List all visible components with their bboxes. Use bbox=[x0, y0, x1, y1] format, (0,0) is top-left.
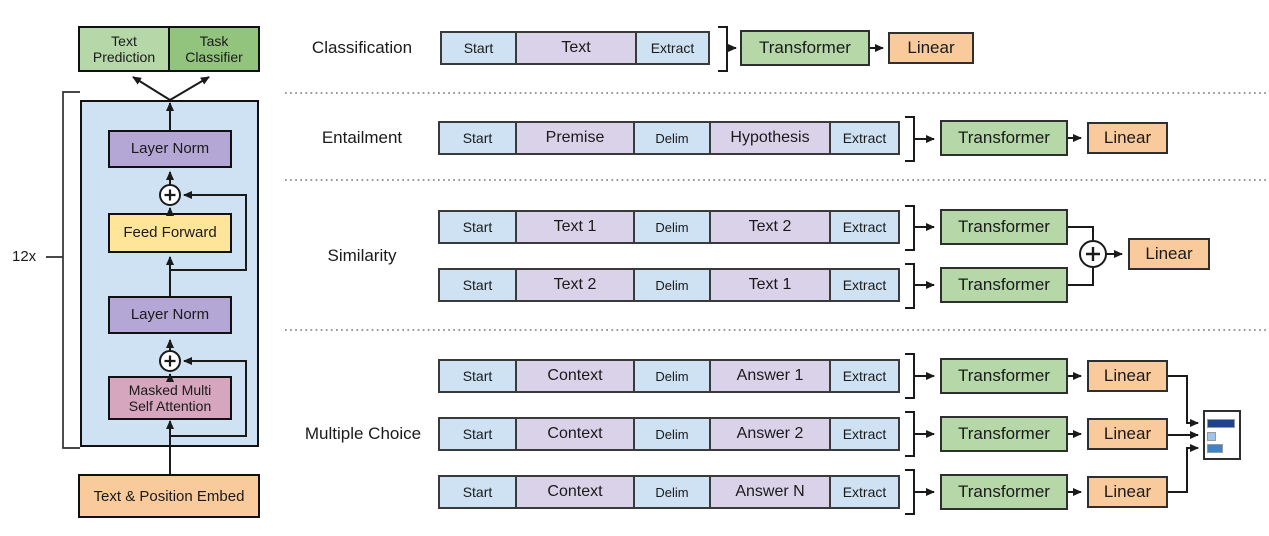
token-context: Context bbox=[515, 475, 635, 509]
merge-line-similarity-top bbox=[1068, 226, 1094, 240]
elementwise-add-icon-similarity bbox=[1079, 240, 1107, 268]
probability-bar-chart bbox=[1203, 410, 1241, 460]
token-delim: Delim bbox=[633, 417, 711, 451]
token-text-1: Text 1 bbox=[709, 268, 831, 302]
token-delim: Delim bbox=[633, 268, 711, 302]
masked-self-attention-block: Masked Multi Self Attention bbox=[108, 376, 232, 420]
token-start: Start bbox=[438, 475, 517, 509]
transformer-box-choice-n: Transformer bbox=[940, 474, 1068, 510]
concat-bracket-similarity-1 bbox=[905, 205, 915, 251]
input-sequence-similarity-2: Start Text 2 Delim Text 1 Extract bbox=[438, 268, 900, 302]
token-text-2: Text 2 bbox=[515, 268, 635, 302]
token-delim: Delim bbox=[633, 210, 711, 244]
concat-bracket-choice-n bbox=[905, 469, 915, 515]
linear-box-similarity: Linear bbox=[1128, 238, 1210, 270]
input-sequence-similarity-1: Start Text 1 Delim Text 2 Extract bbox=[438, 210, 900, 244]
transformer-box-choice-2: Transformer bbox=[940, 416, 1068, 452]
token-text: Text bbox=[515, 31, 637, 65]
token-extract: Extract bbox=[829, 475, 900, 509]
token-answer-n: Answer N bbox=[709, 475, 831, 509]
concat-bracket-similarity-2 bbox=[905, 263, 915, 309]
token-delim: Delim bbox=[633, 121, 711, 155]
task-classifier-head: Task Classifier bbox=[168, 28, 258, 70]
token-premise: Premise bbox=[515, 121, 635, 155]
token-start: Start bbox=[438, 417, 517, 451]
arrow-to-task-classifier bbox=[169, 76, 210, 101]
token-context: Context bbox=[515, 417, 635, 451]
token-text-2: Text 2 bbox=[709, 210, 831, 244]
transformer-box-choice-1: Transformer bbox=[940, 358, 1068, 394]
task-label-classification: Classification bbox=[311, 38, 413, 57]
route-linear1-to-bars bbox=[1168, 375, 1199, 427]
token-extract: Extract bbox=[829, 268, 900, 302]
input-sequence-choice-1: Start Context Delim Answer 1 Extract bbox=[438, 359, 900, 393]
transformer-box-entailment: Transformer bbox=[940, 120, 1068, 156]
token-start: Start bbox=[440, 31, 517, 65]
token-start: Start bbox=[438, 121, 517, 155]
token-hypothesis: Hypothesis bbox=[709, 121, 831, 155]
prob-bar-choice-n bbox=[1207, 444, 1223, 453]
input-sequence-entailment: Start Premise Delim Hypothesis Extract bbox=[438, 121, 900, 155]
token-answer-2: Answer 2 bbox=[709, 417, 831, 451]
token-start: Start bbox=[438, 210, 517, 244]
transformer-box-classification: Transformer bbox=[740, 30, 870, 66]
layer-norm-block-top: Layer Norm bbox=[108, 130, 232, 168]
task-label-entailment: Entailment bbox=[321, 128, 403, 147]
linear-box-classification: Linear bbox=[888, 32, 974, 64]
linear-box-entailment: Linear bbox=[1087, 122, 1168, 154]
route-linearn-to-bars bbox=[1168, 444, 1199, 493]
concat-bracket-entailment bbox=[905, 116, 915, 162]
concat-bracket-choice-2 bbox=[905, 411, 915, 457]
prob-bar-choice-2 bbox=[1207, 432, 1216, 441]
prob-bar-choice-1 bbox=[1207, 419, 1235, 428]
input-sequence-choice-n: Start Context Delim Answer N Extract bbox=[438, 475, 900, 509]
output-heads: Text Prediction Task Classifier bbox=[78, 26, 260, 72]
token-extract: Extract bbox=[829, 210, 900, 244]
feed-forward-block: Feed Forward bbox=[108, 213, 232, 253]
text-prediction-head: Text Prediction bbox=[80, 28, 168, 70]
merge-line-similarity-bottom bbox=[1068, 268, 1094, 286]
input-sequence-choice-2: Start Context Delim Answer 2 Extract bbox=[438, 417, 900, 451]
input-sequence-classification: Start Text Extract bbox=[440, 31, 710, 65]
token-start: Start bbox=[438, 359, 517, 393]
token-start: Start bbox=[438, 268, 517, 302]
token-extract: Extract bbox=[829, 121, 900, 155]
token-extract: Extract bbox=[829, 359, 900, 393]
token-extract: Extract bbox=[635, 31, 710, 65]
linear-box-choice-n: Linear bbox=[1087, 476, 1168, 508]
concat-bracket-choice-1 bbox=[905, 353, 915, 399]
linear-box-choice-1: Linear bbox=[1087, 360, 1168, 392]
stack-bracket bbox=[62, 91, 80, 449]
token-answer-1: Answer 1 bbox=[709, 359, 831, 393]
token-text-1: Text 1 bbox=[515, 210, 635, 244]
token-delim: Delim bbox=[633, 475, 711, 509]
linear-box-choice-2: Linear bbox=[1087, 418, 1168, 450]
concat-bracket-classification bbox=[718, 26, 728, 72]
transformer-box-similarity-2: Transformer bbox=[940, 267, 1068, 303]
token-context: Context bbox=[515, 359, 635, 393]
token-delim: Delim bbox=[633, 359, 711, 393]
layer-norm-block-bottom: Layer Norm bbox=[108, 296, 232, 334]
text-position-embed-block: Text & Position Embed bbox=[78, 474, 260, 518]
task-label-similarity: Similarity bbox=[327, 246, 397, 265]
task-label-multiple-choice: Multiple Choice bbox=[304, 424, 422, 443]
stack-count-label: 12x bbox=[12, 248, 37, 265]
arrow-to-text-prediction bbox=[132, 76, 171, 101]
token-extract: Extract bbox=[829, 417, 900, 451]
transformer-box-similarity-1: Transformer bbox=[940, 209, 1068, 245]
